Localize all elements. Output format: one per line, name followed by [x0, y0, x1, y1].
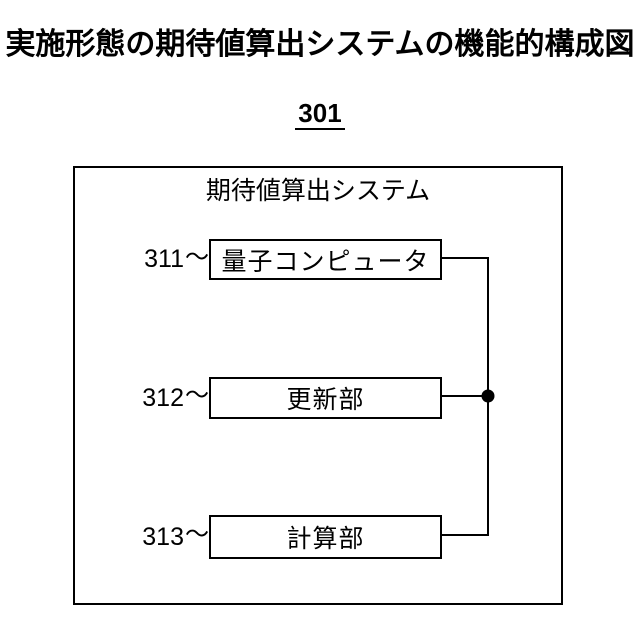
ref-label-311: 311 〜: [135, 245, 209, 274]
system-title: 期待値算出システム: [205, 177, 431, 205]
tilde-connector-glyph: 〜: [185, 382, 209, 409]
block-update-unit: 更新部: [209, 377, 442, 419]
block-row-calculation-unit: 313 〜 計算部: [135, 515, 442, 559]
figure-title: 実施形態の期待値算出システムの機能的構成図: [5, 28, 635, 61]
ref-label-312: 312 〜: [135, 384, 209, 413]
ref-label-313: 313 〜: [135, 523, 209, 552]
tilde-connector-glyph: 〜: [185, 243, 209, 271]
block-row-update-unit: 312 〜 更新部: [135, 377, 442, 419]
figure-number: 301: [295, 100, 345, 130]
ref-number: 311: [144, 245, 184, 273]
block-calculation-unit: 計算部: [209, 515, 442, 559]
figure-number-wrap: 301: [0, 100, 640, 130]
block-row-quantum-computer: 311 〜 量子コンピュータ: [135, 239, 442, 280]
tilde-connector-glyph: 〜: [185, 521, 209, 548]
system-boundary-box: 期待値算出システム 311 〜 量子コンピュータ 312 〜 更新部 313 〜…: [73, 166, 563, 605]
ref-number: 313: [142, 522, 184, 551]
ref-number: 312: [142, 383, 184, 412]
block-quantum-computer: 量子コンピュータ: [209, 239, 442, 280]
